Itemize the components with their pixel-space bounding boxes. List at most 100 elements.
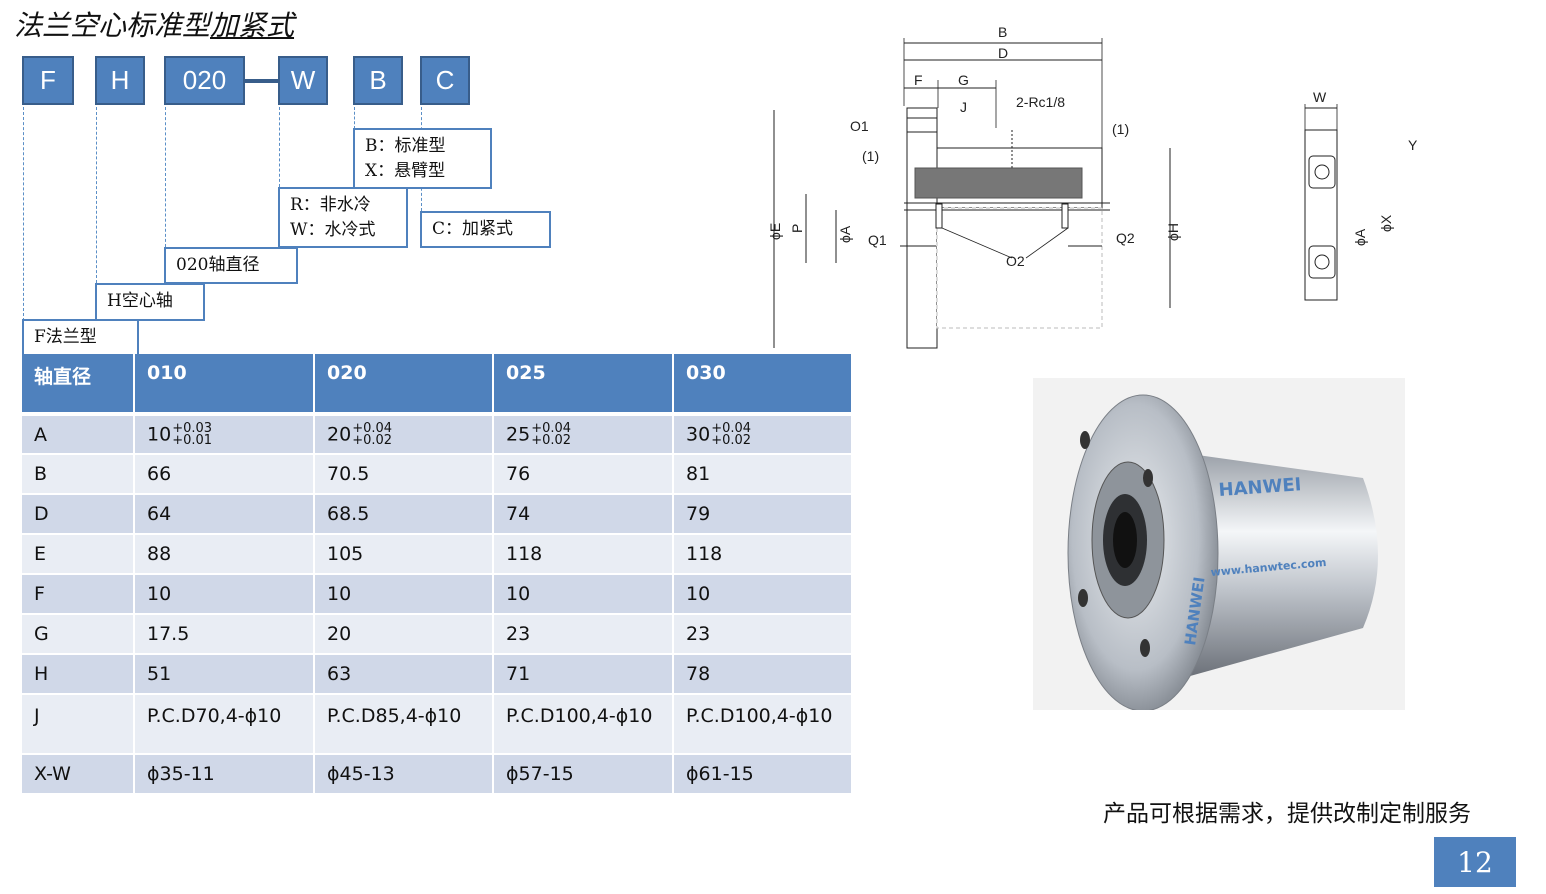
label-f: F [914,72,923,88]
table-cell: 78 [673,654,853,695]
table-cell: P.C.D100,4-ϕ10 [493,694,674,755]
code-box-mount: B [353,56,403,105]
table-cell: 23 [493,614,674,655]
label-mount-x: X：悬臂型 [365,160,446,181]
leader-h [96,107,97,283]
tol-base: 20 [327,423,352,445]
table-cell: 10+0.03+0.01 [134,414,315,455]
tol-upper: +0.04 [531,420,572,436]
label-phi-a2: ϕA [1352,228,1368,246]
table-cell: 25+0.04+0.02 [493,414,674,455]
table-cell: 76 [493,454,674,495]
label-cooling: R：非水冷 W：水冷式 [278,187,408,249]
code-box-cooling: W [278,56,328,105]
table-cell: 20+0.04+0.02 [314,414,494,455]
table-cell: E [22,534,135,575]
table-cell: P.C.D85,4-ϕ10 [314,694,494,755]
table-cell: X-W [22,754,135,795]
label-b: B [998,24,1007,40]
section-drawing: B D F G J 2-Rc1/8 O1 (1) (1) ϕE P ϕA Q1 … [767,24,1181,349]
tol-upper: +0.03 [172,420,213,436]
flange-shape [906,107,938,349]
label-q1: Q1 [868,232,887,248]
label-shaft: 020轴直径 [164,247,298,284]
tol-lower: +0.02 [531,432,572,448]
label-cooling-w: W：水冷式 [290,219,376,240]
tol-lower: +0.02 [711,432,752,448]
table-cell: P.C.D100,4-ϕ10 [673,694,853,755]
table-cell: 118 [493,534,674,575]
label-mount: B：标准型 X：悬臂型 [353,128,492,190]
spec-table: 轴直径 010 020 025 030 A 10+0.03+0.01 20+0.… [22,354,853,795]
table-cell: 79 [673,494,853,535]
label-mount-b: B：标准型 [365,136,446,156]
tol-upper: +0.04 [711,420,752,436]
label-flange: F法兰型 [22,319,139,356]
table-header: 020 [314,354,494,416]
table-header: 030 [673,354,853,416]
table-cell: A [22,414,135,455]
label-q2: Q2 [1116,230,1135,246]
table-cell: ϕ61-15 [673,754,853,795]
table-cell: D [22,494,135,535]
label-cooling-r: R：非水冷 [290,195,371,215]
label-one-left: (1) [862,148,879,164]
label-one-right: (1) [1112,121,1129,137]
code-box-shaft: 020 [164,56,245,105]
title-underlined: 加紧式 [210,9,295,42]
table-cell: 10 [673,574,853,615]
leader-f [23,107,24,321]
table-cell: 71 [493,654,674,695]
table-cell: 63 [314,654,494,695]
table-cell: F [22,574,135,615]
table-cell: J [22,694,135,755]
table-cell: 23 [673,614,853,655]
table-cell: 68.5 [314,494,494,535]
table-cell: 88 [134,534,315,575]
label-phi-e: ϕE [767,223,783,240]
tol-lower: +0.02 [352,432,393,448]
table-cell: 17.5 [134,614,315,655]
table-cell: 118 [673,534,853,575]
tol-upper: +0.04 [352,420,393,436]
code-connector [244,79,280,83]
tol-base: 25 [506,423,531,445]
table-header-row: 轴直径 010 020 025 030 [22,354,853,416]
tol-base: 30 [686,423,711,445]
label-phi-x: ϕX [1378,214,1394,232]
label-rc: 2-Rc1/8 [1016,94,1065,110]
label-phi-h: ϕH [1165,223,1181,241]
table-cell: ϕ57-15 [493,754,674,795]
leader-cooling [279,107,280,187]
label-hollow: H空心轴 [95,283,205,321]
tol-lower: +0.01 [172,432,213,448]
table-cell: H [22,654,135,695]
table-cell: 81 [673,454,853,495]
product-photo: HANWEI www.hanwtec.com HANWEI [1033,378,1405,710]
label-y: Y [1408,137,1418,153]
label-w: W [1313,89,1327,105]
table-cell: ϕ35-11 [134,754,315,795]
code-box-f: F [22,56,74,105]
leader-shaft [165,107,166,247]
table-row: A 10+0.03+0.01 20+0.04+0.02 25+0.04+0.02… [22,414,853,455]
table-cell: G [22,614,135,655]
seal-shape [914,167,1083,199]
clamp-drawing: W Y ϕA ϕX [1304,89,1418,301]
label-o1: O1 [850,118,869,134]
table-cell: 105 [314,534,494,575]
label-g: G [958,72,969,88]
table-header: 010 [134,354,315,416]
table-header: 025 [493,354,674,416]
table-cell: 66 [134,454,315,495]
code-box-clamp: C [420,56,470,105]
label-o2: O2 [1006,253,1025,269]
label-phi-a: ϕA [837,225,853,243]
table-cell: 70.5 [314,454,494,495]
